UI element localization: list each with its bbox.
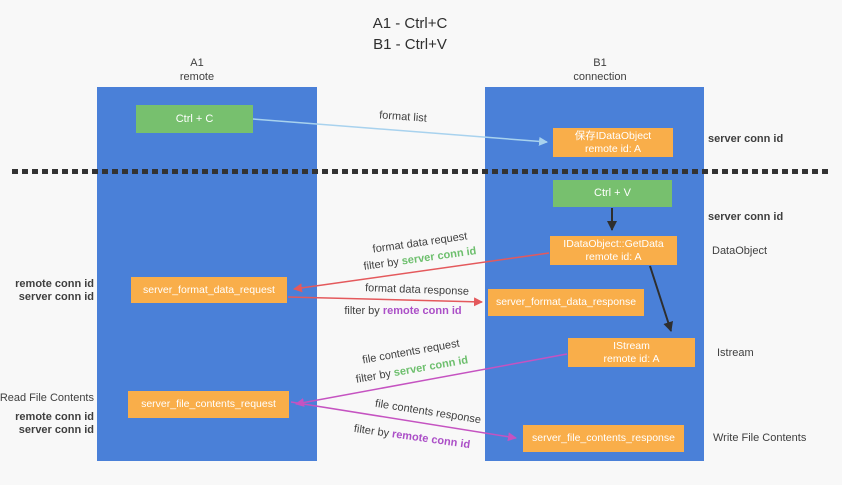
remote-conn-id-text: remote conn id [391,428,471,452]
title-line-1: A1 - Ctrl+C [372,15,448,32]
node-server-file-contents-request-label: server_file_contents_request [141,398,276,410]
label-server-conn-id-left-top: server conn id [18,291,94,303]
diagram-title: A1 - Ctrl+C B1 - Ctrl+V [320,13,500,55]
node-server-format-data-response: server_format_data_response [488,289,644,316]
lane-header-a1-remote: A1 remote [97,56,297,84]
label-istream: Istream [717,347,754,359]
dotted-divider [12,169,828,174]
node-istream: IStream remote id: A [568,338,695,367]
lane-b1-name: connection [573,71,627,83]
label-file-contents-response: file contents response [374,397,482,427]
arrow-format-data-response [287,296,483,307]
filter-by-text: filter by [362,256,400,273]
node-server-format-data-request-label: server_format_data_request [143,283,275,296]
title-line-2: B1 - Ctrl+V [373,36,447,53]
filter-by-text: filter by [344,305,380,317]
node-server-format-data-request: server_format_data_request [131,277,287,303]
label-read-file-contents: Read File Contents [0,392,94,404]
remote-conn-id-text: remote conn id [382,305,462,317]
label-write-file-contents: Write File Contents [713,432,807,444]
label-server-conn-id-left-bottom: server conn id [18,424,94,436]
node-istream-line1: IStream [613,339,650,352]
node-idataobject-getdata-line2: remote id: A [585,250,642,263]
filter-by-text: filter by [354,367,392,386]
node-save-idataobject-line1: 保存IDataObject [574,129,652,142]
node-ctrl-c: Ctrl + C [136,105,253,133]
node-ctrl-v: Ctrl + V [553,180,672,207]
node-server-format-data-response-label: server_format_data_response [495,296,637,308]
label-dataobject: DataObject [712,245,768,257]
lane-a1-id: A1 [190,57,204,69]
node-istream-line2: remote id: A [603,352,660,365]
node-save-idataobject: 保存IDataObject remote id: A [553,128,673,157]
node-server-file-contents-request: server_file_contents_request [128,391,289,418]
node-idataobject-getdata-line1: IDataObject::GetData [563,237,664,250]
label-server-conn-id-right-mid: server conn id [708,211,784,223]
node-server-file-contents-response: server_file_contents_response [523,425,684,452]
lane-b1-id: B1 [593,57,607,69]
label-format-data-response: format data response [364,282,470,298]
node-server-file-contents-response-label: server_file_contents_response [531,432,675,444]
filter-by-text: filter by [353,422,390,440]
lane-header-b1-connection: B1 connection [500,56,700,84]
label-remote-conn-id-left-top: remote conn id [15,278,94,290]
node-ctrl-v-label: Ctrl + V [594,187,631,199]
node-idataobject-getdata: IDataObject::GetData remote id: A [550,236,677,265]
node-save-idataobject-line2: remote id: A [584,142,642,155]
label-filter-by-remote-conn-id-2: filter byremote conn id [353,423,471,451]
label-remote-conn-id-left-bottom: remote conn id [15,411,94,423]
node-ctrl-c-label: Ctrl + C [175,112,214,125]
label-server-conn-id-right-top: server conn id [708,133,784,145]
lane-a1-name: remote [179,71,215,83]
label-format-list: format list [378,109,428,125]
